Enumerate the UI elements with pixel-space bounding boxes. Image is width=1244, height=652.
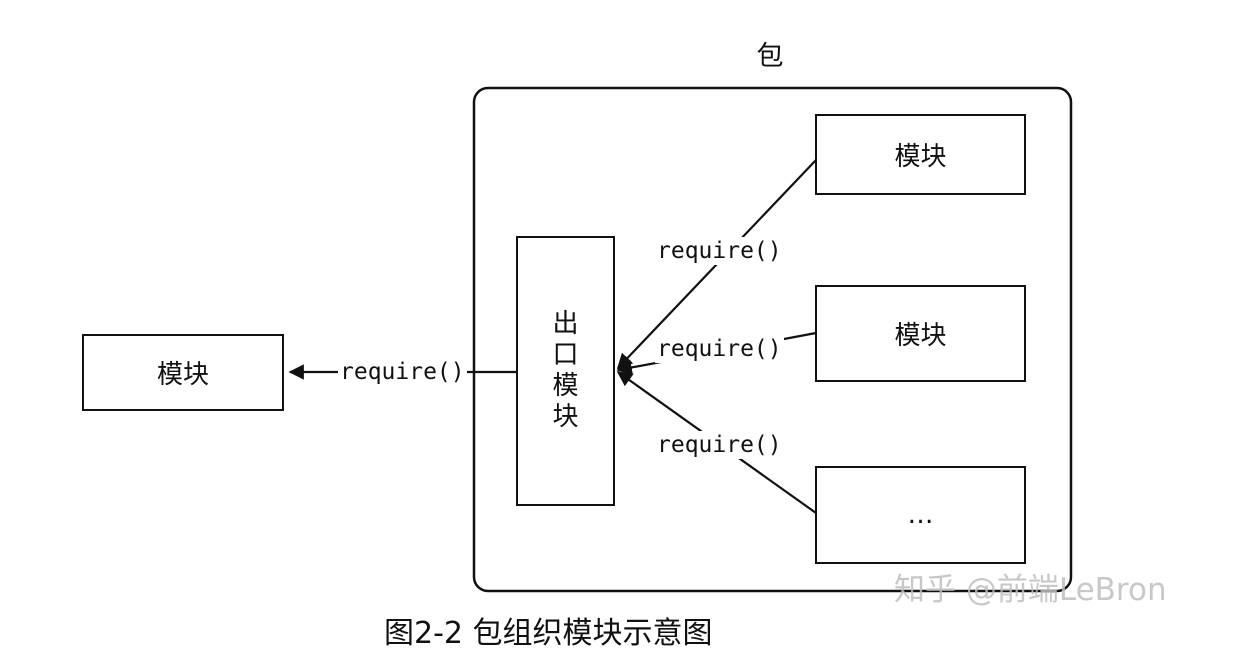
require-label-bottom: require() xyxy=(655,431,784,459)
outside-module-label: 模块 xyxy=(156,360,209,390)
watermark: 知乎 @前端LeBron xyxy=(894,572,1167,608)
outside-module-box: 模块 xyxy=(82,334,284,411)
exit-module-char: 模 xyxy=(552,371,579,401)
diagram-canvas: 包 模块 出 口 模 块 模块 模块 … require() require()… xyxy=(82,41,1167,651)
figure-caption: 图2-2 包组织模块示意图 xyxy=(384,616,713,651)
connector-layer xyxy=(288,86,1073,593)
require-label-middle: require() xyxy=(655,335,784,363)
inner-module-label: … xyxy=(907,500,934,530)
inner-module-label: 模块 xyxy=(894,142,947,172)
inner-module-label: 模块 xyxy=(894,321,947,351)
inner-module-box-3: … xyxy=(815,466,1026,564)
package-label: 包 xyxy=(756,41,784,72)
package-container xyxy=(472,86,1073,593)
inner-module-box-1: 模块 xyxy=(815,114,1026,195)
exit-module-char: 口 xyxy=(552,340,579,370)
exit-module-char: 块 xyxy=(552,402,579,432)
exit-module-box: 出 口 模 块 xyxy=(516,236,615,506)
exit-module-char: 出 xyxy=(552,309,579,339)
require-label-outer: require() xyxy=(338,358,467,386)
require-label-top: require() xyxy=(655,237,784,265)
inner-module-box-2: 模块 xyxy=(815,285,1026,382)
